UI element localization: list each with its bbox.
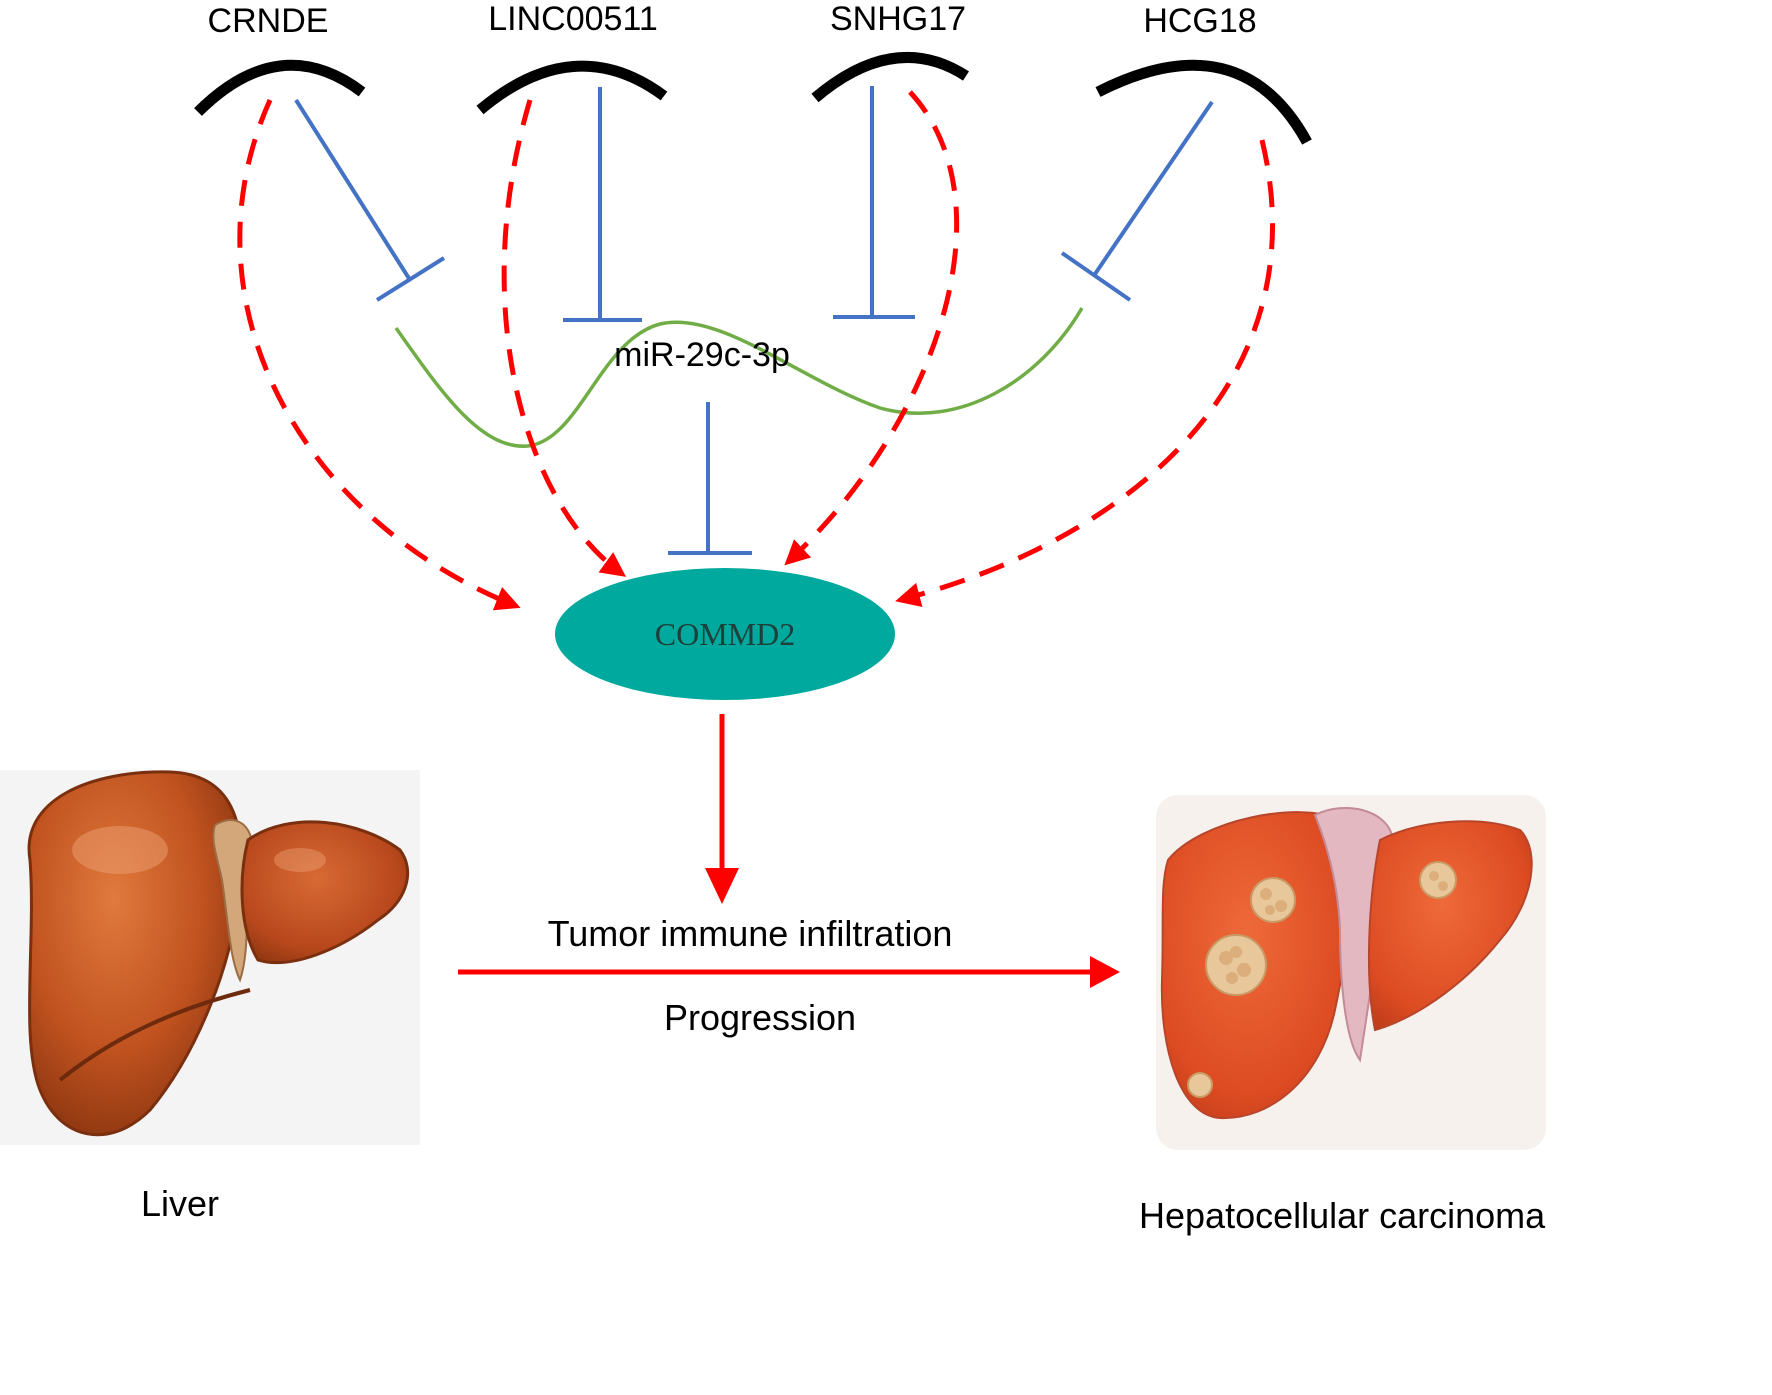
lncrna-label-crnde: CRNDE (208, 2, 329, 40)
arrowhead-commd2-outcome (705, 868, 739, 904)
hcc-label: Hepatocellular carcinoma (1139, 1195, 1546, 1236)
outcome-effect-label: Tumor immune infiltration (548, 913, 953, 954)
lncrna-label-linc00511: LINC00511 (488, 0, 658, 38)
promotion-linc00511-commd2 (501, 99, 627, 577)
lncrna-cap-snhg17 (811, 52, 969, 103)
inhibition-snhg17-mirna (833, 86, 915, 319)
lncrna-label-hcg18: HCG18 (1143, 2, 1256, 40)
promotion-hcg18-commd2 (895, 139, 1275, 608)
mirna-curve (394, 307, 1084, 448)
arrowhead-liver-to-hcc (1090, 956, 1120, 988)
mirna-label: miR-29c-3p (614, 336, 790, 374)
lncrna-cap-crnde (194, 59, 366, 116)
promotion-crnde-commd2 (237, 98, 521, 611)
lncrna-label-snhg17: SNHG17 (830, 0, 966, 38)
inhibition-linc00511-mirna (563, 87, 642, 322)
lncrna-cap-linc00511 (476, 60, 668, 115)
inhibition-mirna-commd2 (668, 402, 752, 555)
liver-label: Liver (141, 1183, 219, 1224)
progression-label: Progression (664, 997, 856, 1038)
inhibition-hcg18-mirna (1060, 100, 1214, 302)
lncrna-cap-hcg18 (1095, 59, 1312, 145)
promotion-snhg17-commd2 (784, 90, 960, 566)
liver-tumor-icon (1156, 795, 1546, 1150)
commd2-label: COMMD2 (655, 616, 795, 652)
commd2-node (555, 568, 895, 700)
liver-icon (0, 770, 420, 1145)
inhibition-crnde-mirna (294, 98, 446, 302)
